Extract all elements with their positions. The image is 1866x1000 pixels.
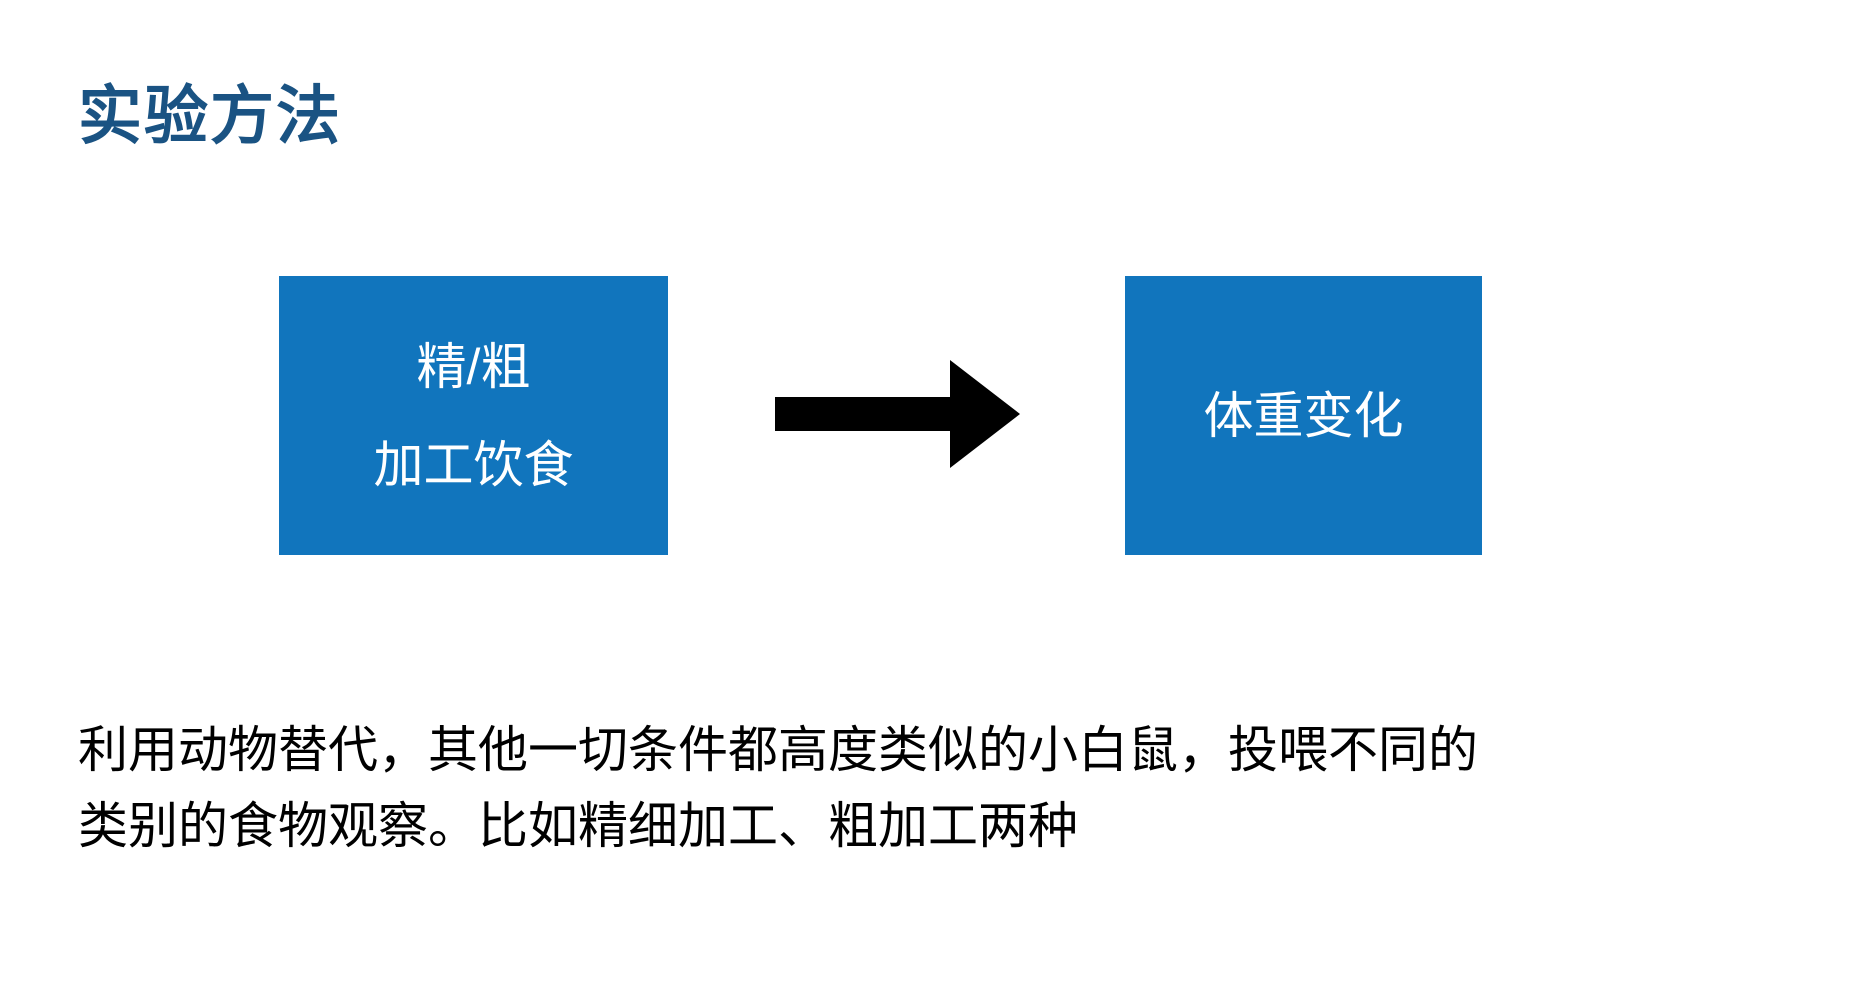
- flow-box-target-line-1: 体重变化: [1203, 387, 1404, 444]
- page-title: 实验方法: [78, 80, 342, 152]
- flow-box-target: 体重变化: [1125, 276, 1482, 555]
- right-arrow-glyph: [775, 360, 1020, 468]
- flow-box-source-line-2: 加工饮食: [373, 436, 574, 493]
- flow-box-source: 精/粗 加工饮食: [279, 276, 668, 555]
- right-arrow-icon: [770, 352, 1025, 476]
- body-paragraph-line-2: 类别的食物观察。比如精细加工、粗加工两种: [78, 798, 1078, 854]
- body-paragraph: 利用动物替代，其他一切条件都高度类似的小白鼠，投喂不同的 类别的食物观察。比如精…: [78, 712, 1818, 864]
- body-paragraph-line-1: 利用动物替代，其他一切条件都高度类似的小白鼠，投喂不同的: [78, 722, 1478, 778]
- flow-box-source-line-1: 精/粗: [416, 338, 531, 395]
